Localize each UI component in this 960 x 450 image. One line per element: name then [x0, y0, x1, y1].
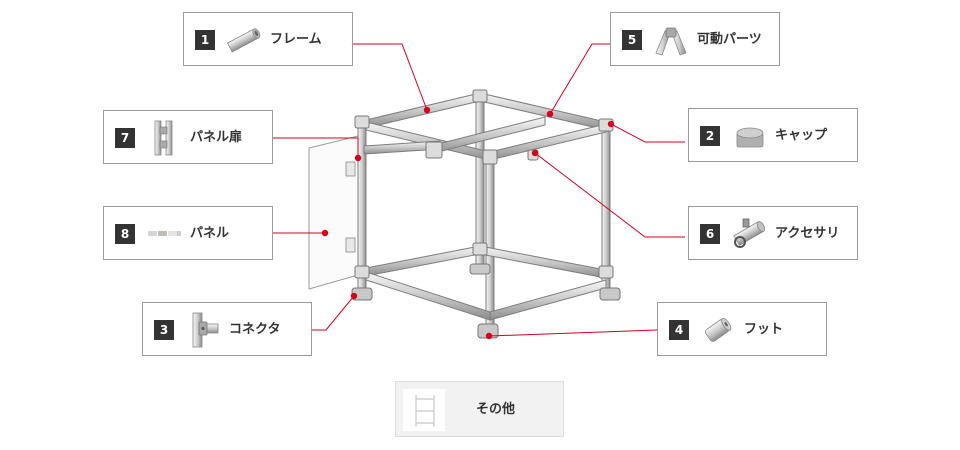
- callout-accessory[interactable]: 6 アクセサリ: [688, 206, 858, 260]
- callout-number: 4: [669, 320, 689, 340]
- callout-movable-parts[interactable]: 5 可動パーツ: [610, 12, 780, 66]
- callout-cap[interactable]: 2 キャップ: [688, 108, 858, 162]
- callout-panel-door[interactable]: 7 パネル扉: [103, 110, 273, 164]
- rack-icon: [403, 389, 445, 431]
- other-label: その他: [475, 402, 515, 417]
- callout-label: キャップ: [775, 128, 828, 143]
- callout-label: フレーム: [270, 32, 322, 47]
- frame-feet: [351, 263, 621, 339]
- leader-lines: [269, 43, 685, 337]
- leader-dots: [321, 106, 615, 340]
- callout-frame[interactable]: 1 フレーム: [183, 12, 353, 66]
- callout-label: 可動パーツ: [697, 32, 762, 47]
- callout-label: パネル扉: [190, 130, 243, 145]
- callout-label: アクセサリ: [775, 226, 840, 241]
- callout-number: 5: [622, 30, 642, 50]
- side-panel: [308, 135, 359, 290]
- callout-number: 3: [154, 320, 174, 340]
- callout-number: 8: [115, 224, 135, 244]
- callout-number: 2: [700, 126, 720, 146]
- callout-label: パネル: [190, 226, 230, 241]
- movable-parts-icon: [655, 27, 687, 56]
- callout-label: フット: [744, 322, 784, 337]
- cap-icon: [736, 127, 764, 148]
- callout-number: 7: [115, 128, 135, 148]
- accessory-icon: [733, 218, 766, 248]
- pipe-frame-icon: [226, 28, 261, 53]
- bottom-frame: [365, 245, 607, 321]
- callout-label: コネクタ: [229, 322, 281, 337]
- callout-number: 6: [700, 224, 720, 244]
- callout-number: 1: [195, 30, 215, 50]
- callout-connector[interactable]: 3 コネクタ: [142, 302, 312, 356]
- other-button[interactable]: その他: [395, 381, 564, 437]
- panel-door-icon: [154, 120, 173, 156]
- callout-foot[interactable]: 4 フット: [657, 302, 827, 356]
- connector-icon: [192, 312, 219, 348]
- top-frame: [363, 92, 607, 161]
- foot-icon: [704, 317, 732, 342]
- panel-icon: [148, 231, 181, 236]
- callout-panel[interactable]: 8 パネル: [103, 206, 273, 260]
